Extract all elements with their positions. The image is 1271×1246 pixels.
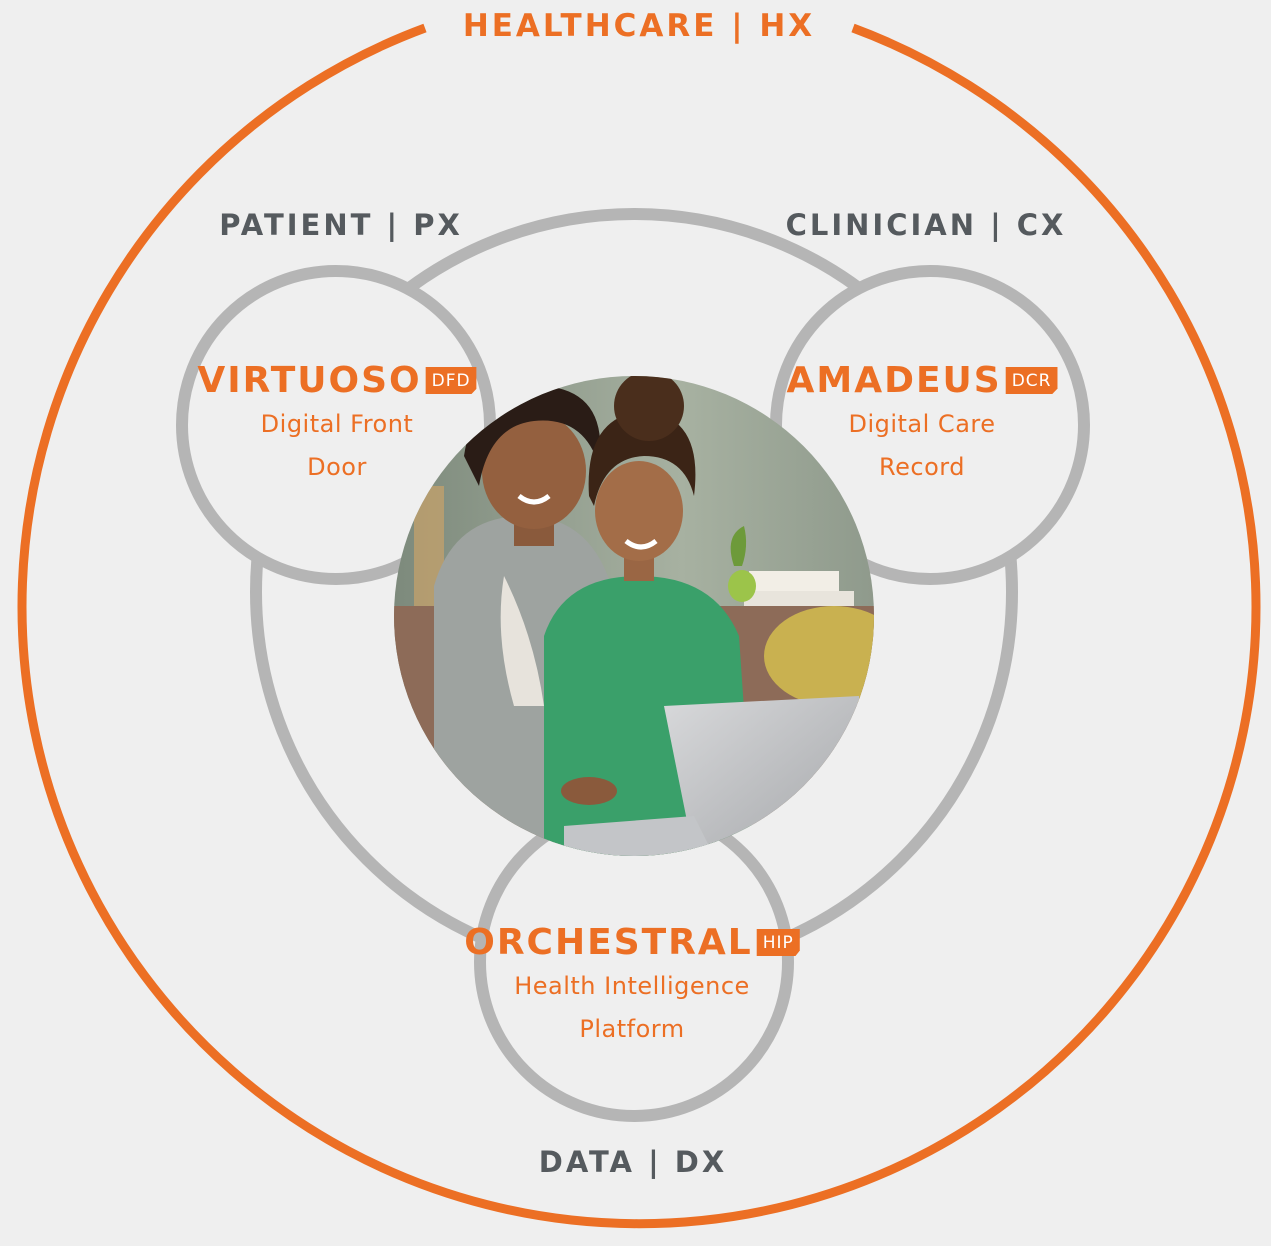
product-badge-dcr: DCR (1005, 367, 1058, 394)
product-amadeus: AMADEUS DCR Digital Care Record (787, 360, 1058, 489)
product-virtuoso: VIRTUOSO DFD Digital Front Door (197, 360, 477, 489)
product-desc-orchestral-1: Health Intelligence (514, 972, 750, 1000)
product-desc-virtuoso-2: Door (307, 453, 367, 481)
product-badge-hip: HIP (756, 929, 800, 956)
center-photo (394, 376, 874, 856)
label-healthcare-hx: HEALTHCARE | HX (462, 8, 816, 44)
product-orchestral: ORCHESTRAL HIP Health Intelligence Platf… (464, 922, 800, 1051)
outer-ring (17, 23, 1261, 1229)
product-desc-virtuoso-1: Digital Front (260, 410, 414, 438)
product-desc-amadeus-2: Record (879, 453, 965, 481)
label-data-dx: DATA | DX (538, 1145, 728, 1179)
product-name-orchestral: ORCHESTRAL (464, 922, 753, 963)
product-desc-orchestral-2: Platform (579, 1015, 685, 1043)
label-patient-px: PATIENT | PX (219, 208, 463, 242)
label-clinician-cx: CLINICIAN | CX (785, 208, 1067, 242)
product-name-amadeus: AMADEUS (786, 360, 1002, 401)
photo-mother-daughter-laptop-icon (394, 376, 874, 856)
product-name-virtuoso: VIRTUOSO (197, 360, 422, 401)
product-desc-amadeus-1: Digital Care (848, 410, 996, 438)
product-badge-dfd: DFD (425, 367, 477, 394)
